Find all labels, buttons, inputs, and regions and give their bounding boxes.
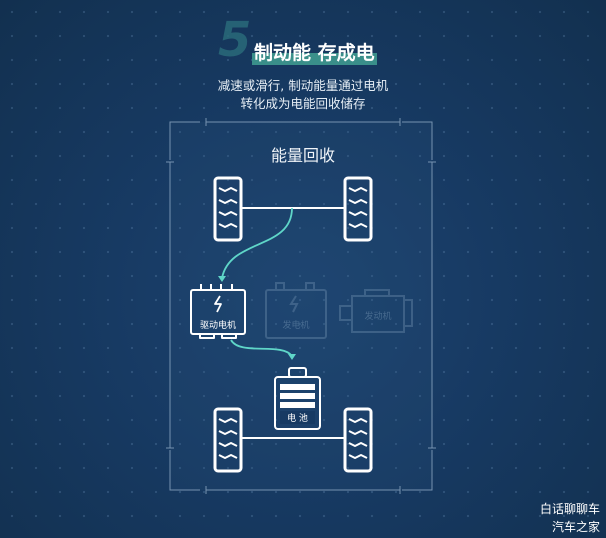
watermark-line2: 汽车之家 (551, 520, 600, 534)
energy-flow-arrow-2 (230, 339, 293, 357)
energy-flow-arrow-1 (221, 207, 293, 279)
page-title: 制动能 存成电 (252, 38, 377, 65)
generator-icon-faded (265, 282, 327, 339)
wheel-rear-left-icon (213, 407, 243, 473)
engine-icon-faded (339, 289, 413, 333)
wheel-rear-right-icon (343, 407, 373, 473)
drive-motor-label: 驱动电机 (199, 321, 236, 331)
generator-label: 发电机 (282, 321, 310, 331)
battery-label: 电 池 (280, 411, 315, 424)
drive-motor-icon (190, 284, 246, 339)
battery-icon (274, 367, 321, 430)
step-number: 5 (218, 12, 252, 68)
watermark-line1: 白话聊聊车 (539, 502, 600, 516)
subtitle-line2: 转化成为电能回收储存 (240, 96, 366, 111)
diagram-title: 能量回收 (270, 146, 335, 165)
subtitle-line1: 减速或滑行, 制动能量通过电机 (217, 78, 389, 93)
engine-label: 发动机 (364, 312, 392, 322)
